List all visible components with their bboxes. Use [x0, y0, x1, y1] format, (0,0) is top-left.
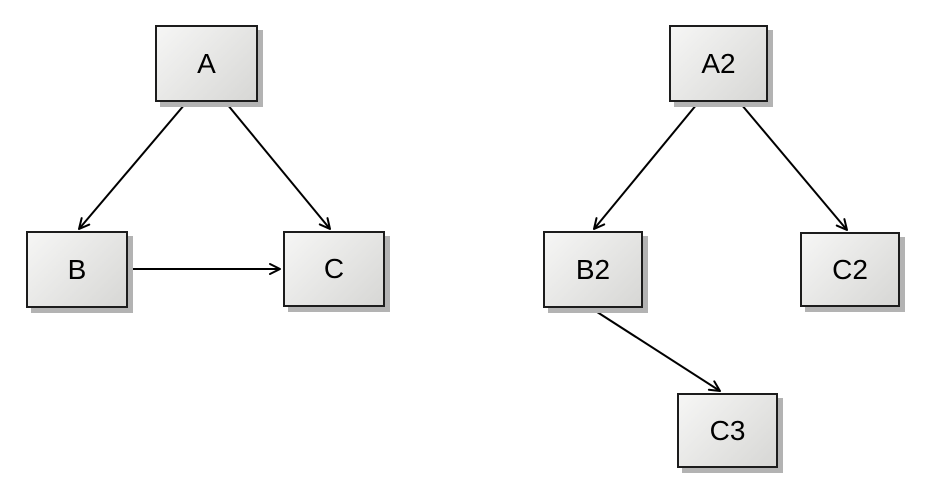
node-B[interactable]: B: [26, 231, 128, 308]
edge-A2-C2: [740, 103, 848, 231]
edge-A-B: [78, 103, 186, 230]
node-B2[interactable]: B2: [543, 231, 643, 308]
node-label-A: A: [197, 47, 216, 79]
node-label-A2: A2: [701, 47, 736, 79]
node-C[interactable]: C: [283, 231, 385, 307]
node-label-B: B: [67, 253, 87, 285]
edge-group: [78, 103, 848, 392]
edge-A-C: [226, 103, 331, 230]
edge-A2-B2: [593, 103, 698, 230]
node-A[interactable]: A: [155, 25, 258, 102]
node-label-B2: B2: [575, 253, 611, 285]
node-label-C2: C2: [832, 253, 868, 285]
node-C3[interactable]: C3: [677, 393, 778, 468]
edge-B2-C3: [593, 309, 721, 392]
node-A2[interactable]: A2: [669, 25, 768, 102]
node-C2[interactable]: C2: [800, 232, 900, 307]
node-label-C: C: [323, 253, 345, 284]
node-label-C3: C3: [709, 414, 746, 446]
